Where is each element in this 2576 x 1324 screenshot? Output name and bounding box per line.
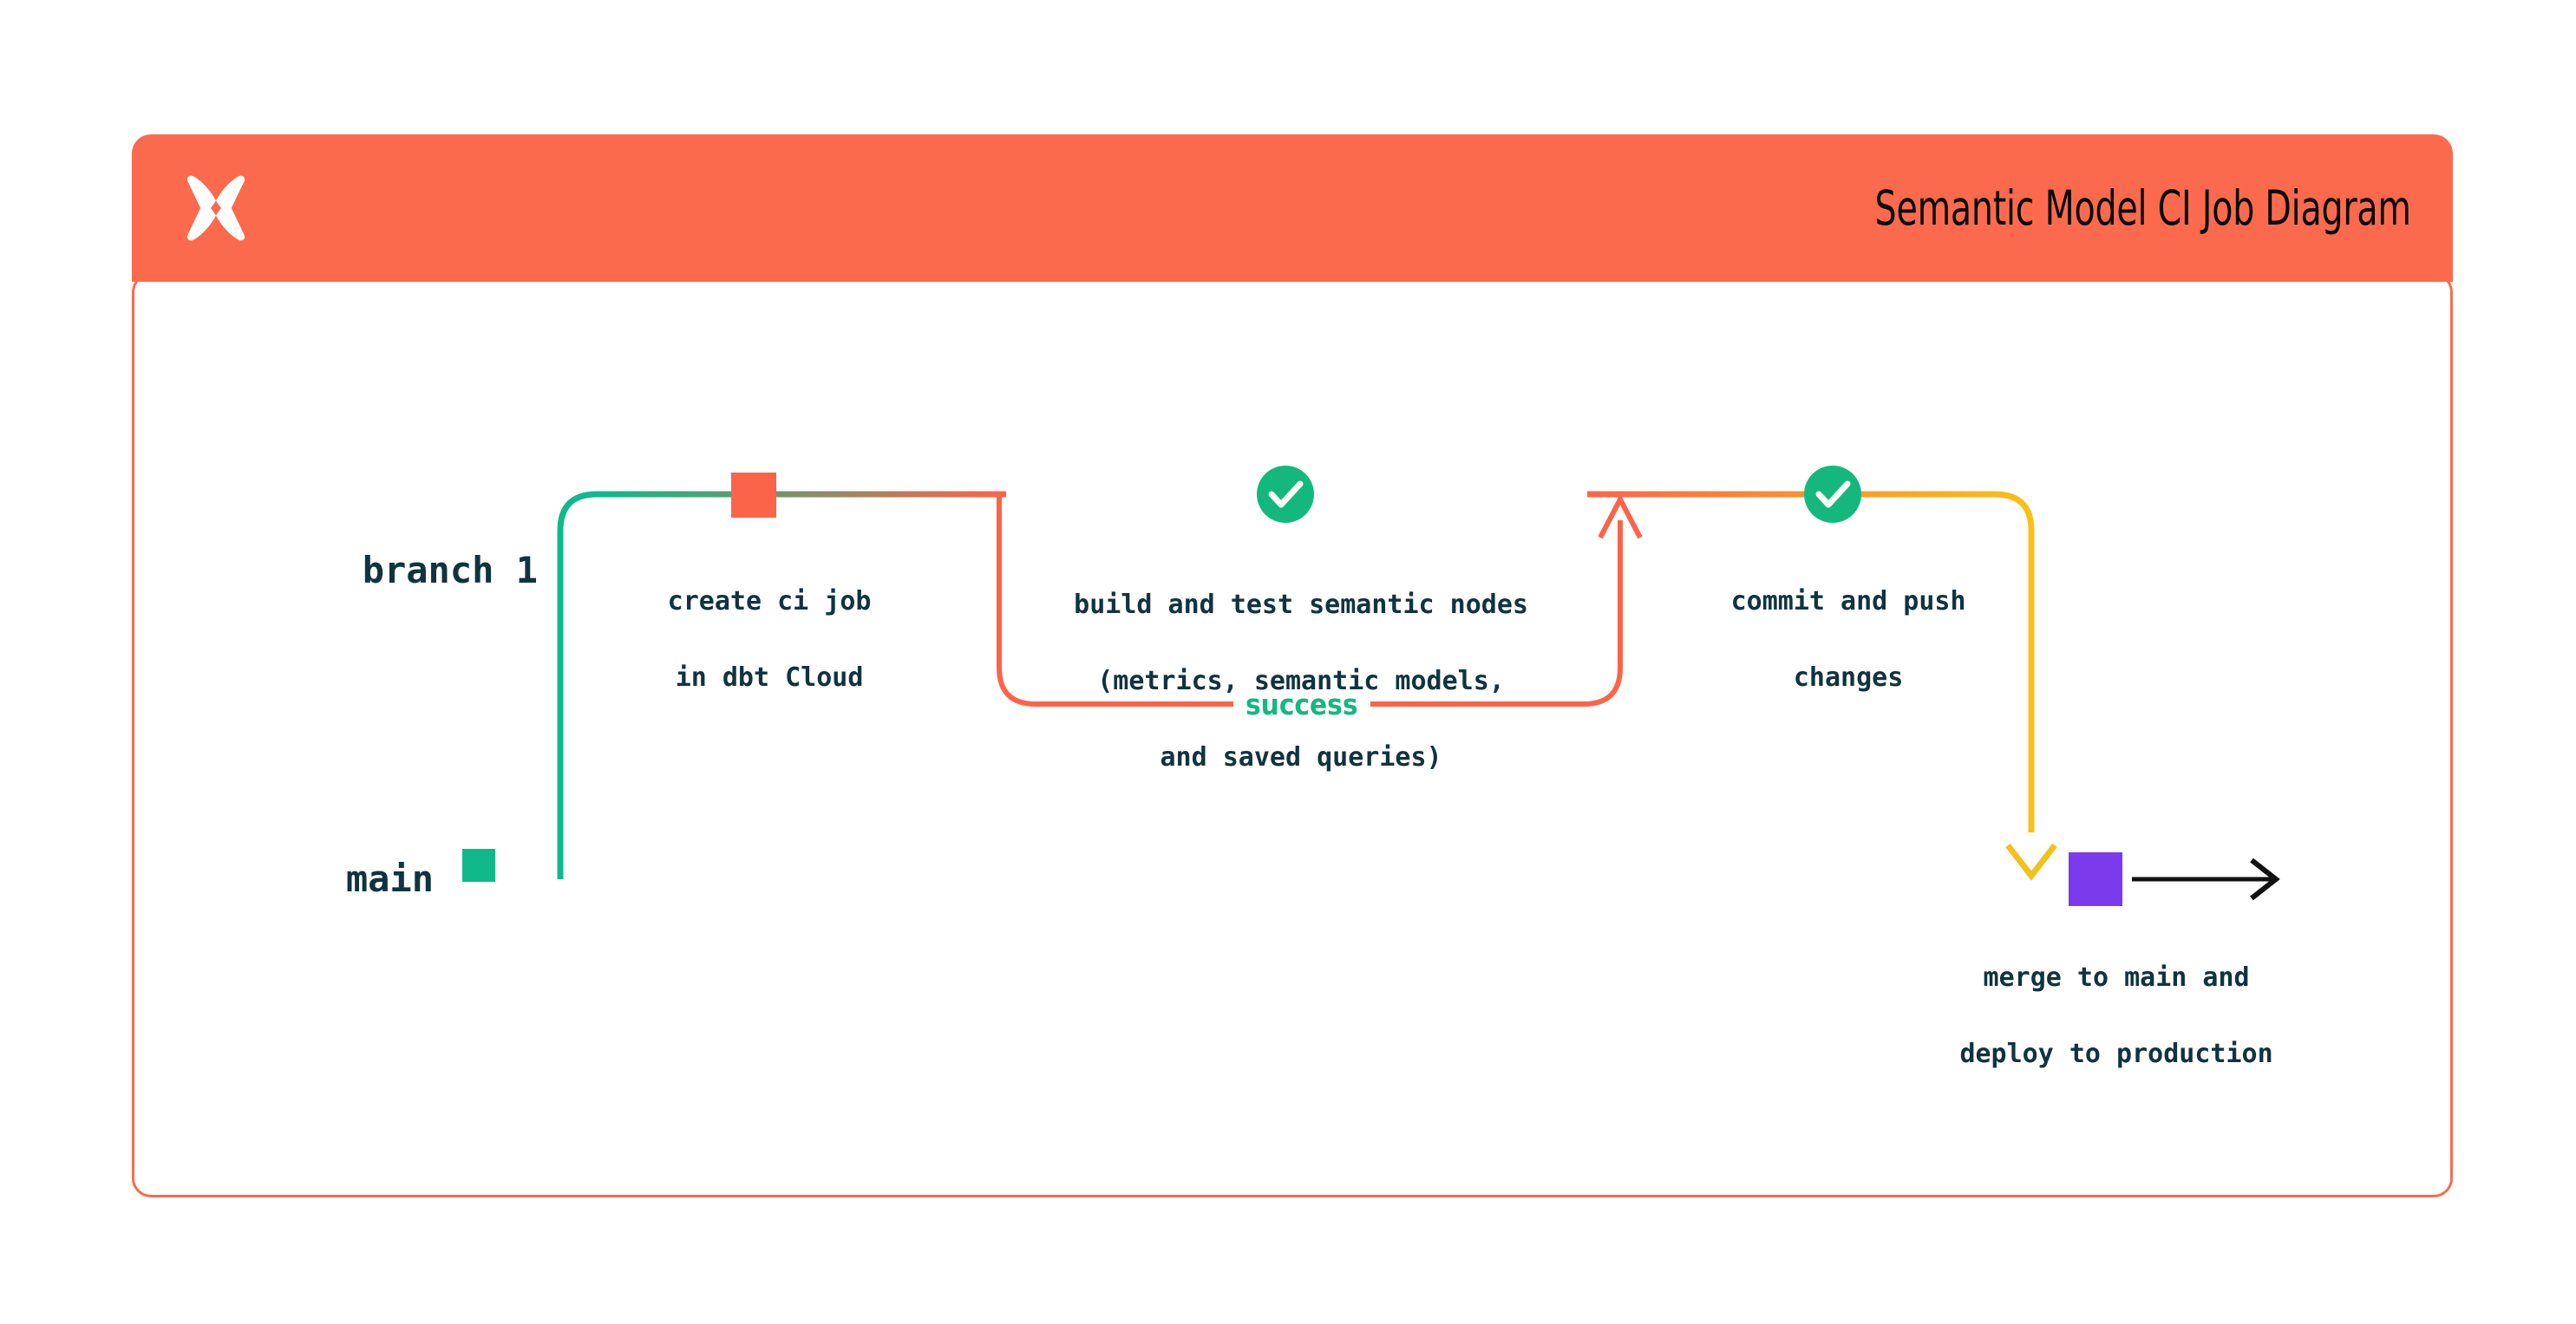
label-line: commit and push [1730, 586, 1966, 616]
card-body [132, 273, 2453, 1197]
page-title: Semantic Model CI Job Diagram [1874, 180, 2411, 236]
label-line: create ci job [667, 586, 872, 616]
label-line: deploy to production [1959, 1039, 2273, 1069]
label-line: and saved queries) [1160, 742, 1442, 773]
label-merge-to-main: merge to main and deploy to production [1875, 921, 2326, 1073]
label-create-ci-job: create ci job in dbt Cloud [580, 545, 927, 697]
branch-label-main: main [345, 858, 434, 900]
branch-label-branch-1: branch 1 [362, 549, 538, 591]
label-success: success [1233, 690, 1370, 719]
label-line: build and test semantic nodes [1074, 590, 1528, 620]
label-line: merge to main and [1983, 962, 2250, 993]
label-build-and-test: build and test semantic nodes (metrics, … [973, 548, 1598, 777]
label-line: changes [1793, 662, 1904, 693]
diagram-card: Semantic Model CI Job Diagram [132, 134, 2453, 1197]
dbt-logo-icon [186, 175, 245, 241]
label-commit-and-push: commit and push changes [1607, 545, 2058, 697]
label-line: in dbt Cloud [675, 662, 864, 693]
card-header: Semantic Model CI Job Diagram [132, 134, 2453, 282]
